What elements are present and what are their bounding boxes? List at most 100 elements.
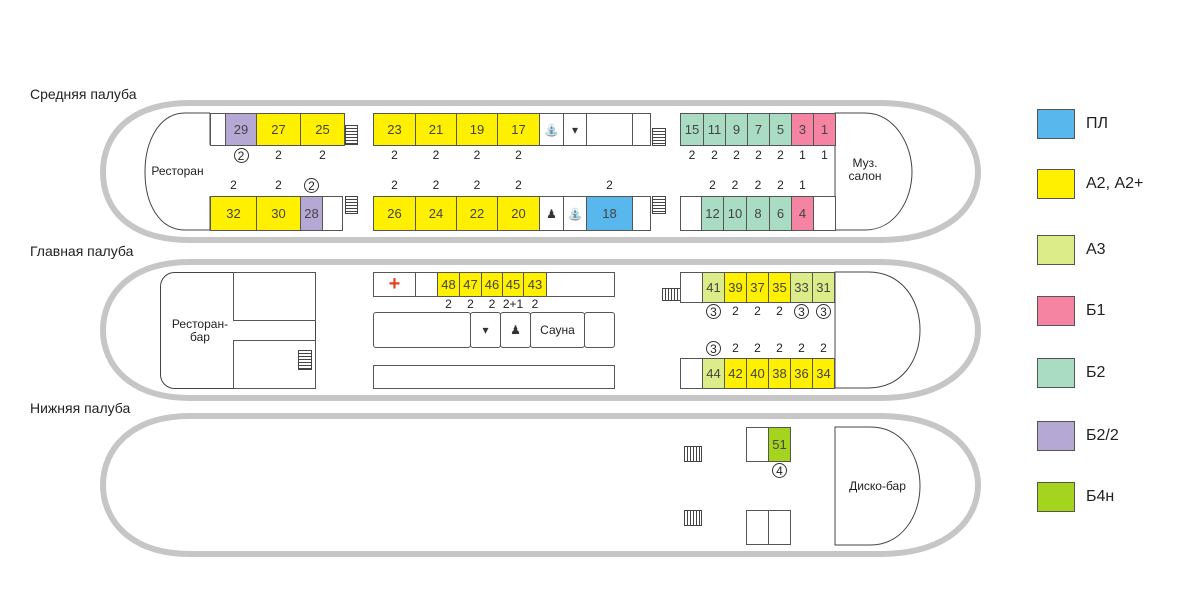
- cabin-capacity: 2: [391, 148, 398, 162]
- cabin-capacity: 2: [391, 178, 398, 192]
- cabin-7[interactable]: 7: [747, 113, 770, 146]
- room-box: [415, 272, 438, 297]
- cabin-capacity: 3: [816, 304, 831, 319]
- cabin-8[interactable]: 8: [746, 196, 770, 231]
- main-bow-salon: [834, 271, 921, 389]
- cabin-39[interactable]: 39: [724, 272, 747, 303]
- cabin-51[interactable]: 51: [768, 427, 791, 462]
- cabin-capacity: 2: [732, 304, 739, 318]
- cabin-capacity: 2: [754, 304, 761, 318]
- cabin-34[interactable]: 34: [812, 358, 835, 389]
- cabin-12[interactable]: 12: [701, 196, 724, 231]
- cabin-35[interactable]: 35: [768, 272, 791, 303]
- music-salon-label: Муз. салон: [848, 156, 882, 183]
- wc-female-icon: ♟: [500, 312, 531, 348]
- cabin-capacity: 2: [606, 178, 613, 192]
- legend-swatch: [1037, 296, 1075, 326]
- cabin-capacity: 3: [794, 304, 809, 319]
- cabin-20[interactable]: 20: [497, 196, 540, 231]
- cabin-capacity: 2: [777, 178, 784, 192]
- cabin-11[interactable]: 11: [703, 113, 726, 146]
- cabin-capacity: 2: [304, 178, 319, 193]
- room-box: [680, 272, 703, 303]
- cabin-41[interactable]: 41: [702, 272, 725, 303]
- cabin-capacity: 1: [799, 148, 806, 162]
- cabin-15[interactable]: 15: [680, 113, 704, 146]
- cabin-capacity: 2: [711, 148, 718, 162]
- wc-female-icon: ♟: [539, 196, 564, 231]
- cabin-28[interactable]: 28: [300, 196, 323, 231]
- cabin-19[interactable]: 19: [456, 113, 498, 146]
- room-box: [586, 113, 633, 146]
- room-box: [632, 196, 651, 231]
- room-box: [233, 272, 316, 321]
- restaurant-outline: [144, 112, 210, 231]
- room-box: [373, 312, 471, 348]
- cabin-40[interactable]: 40: [746, 358, 769, 389]
- cabin-44[interactable]: 44: [702, 358, 725, 389]
- cabin-capacity: 2: [515, 178, 522, 192]
- cabin-capacity: 2: [709, 178, 716, 192]
- room-box: [322, 196, 343, 231]
- cabin-3[interactable]: 3: [791, 113, 814, 146]
- cabin-capacity: 4: [772, 463, 787, 478]
- cabin-31[interactable]: 31: [812, 272, 835, 303]
- middle-deck-hull: [99, 100, 982, 243]
- cabin-26[interactable]: 26: [373, 196, 416, 231]
- room-box: [680, 196, 702, 231]
- cabin-33[interactable]: 33: [790, 272, 813, 303]
- cabin-29[interactable]: 29: [225, 113, 257, 146]
- cabin-capacity: 2: [445, 297, 452, 311]
- stairs-icon: [652, 196, 666, 214]
- cabin-17[interactable]: 17: [497, 113, 540, 146]
- cabin-23[interactable]: 23: [373, 113, 416, 146]
- cabin-capacity: 2: [488, 297, 496, 311]
- legend-label: Б2: [1086, 364, 1106, 381]
- stairs-icon: [684, 510, 702, 526]
- cabin-capacity: 2: [798, 341, 805, 355]
- cabin-capacity: 2: [776, 304, 783, 318]
- cabin-5[interactable]: 5: [769, 113, 792, 146]
- cabin-10[interactable]: 10: [723, 196, 747, 231]
- cabin-24[interactable]: 24: [415, 196, 457, 231]
- sauna-label: Сауна: [530, 312, 585, 348]
- cabin-capacity: 3: [706, 304, 721, 319]
- cabin-32[interactable]: 32: [210, 196, 257, 231]
- shower-icon: ⛲: [563, 196, 587, 231]
- cabin-capacity: 2: [733, 148, 740, 162]
- main-deck-hull: [99, 259, 982, 401]
- wc-male-icon: ▾: [470, 312, 501, 348]
- cabin-36[interactable]: 36: [790, 358, 813, 389]
- cabin-capacity: 2: [230, 178, 237, 192]
- cabin-47[interactable]: 47: [459, 272, 482, 297]
- cabin-37[interactable]: 37: [746, 272, 769, 303]
- deck-label-main: Главная палуба: [30, 243, 134, 259]
- cabin-25[interactable]: 25: [300, 113, 345, 146]
- cabin-18[interactable]: 18: [586, 196, 633, 231]
- cabin-27[interactable]: 27: [256, 113, 301, 146]
- legend-label: Б1: [1086, 302, 1106, 319]
- cabin-43[interactable]: 43: [523, 272, 547, 297]
- cabin-42[interactable]: 42: [724, 358, 747, 389]
- cabin-4[interactable]: 4: [791, 196, 814, 231]
- room-box: [768, 510, 791, 545]
- cabin-6[interactable]: 6: [769, 196, 792, 231]
- deck-label-middle: Средняя палуба: [30, 86, 137, 102]
- cabin-1[interactable]: 1: [813, 113, 836, 146]
- cabin-30[interactable]: 30: [256, 196, 301, 231]
- cabin-capacity: 2: [467, 297, 474, 311]
- cabin-capacity: 3: [706, 341, 721, 356]
- legend-label: Б4н: [1086, 488, 1115, 505]
- cabin-45[interactable]: 45: [502, 272, 524, 297]
- cabin-capacity: 2: [531, 297, 539, 311]
- cabin-46[interactable]: 46: [481, 272, 503, 297]
- cabin-capacity: 2: [473, 178, 481, 192]
- cabin-38[interactable]: 38: [768, 358, 791, 389]
- room-box: [680, 358, 703, 389]
- cabin-48[interactable]: 48: [437, 272, 460, 297]
- cabin-22[interactable]: 22: [456, 196, 498, 231]
- room-box: [210, 113, 226, 146]
- cabin-9[interactable]: 9: [725, 113, 748, 146]
- cabin-21[interactable]: 21: [415, 113, 457, 146]
- restaurant-label: Ресторан: [151, 163, 204, 178]
